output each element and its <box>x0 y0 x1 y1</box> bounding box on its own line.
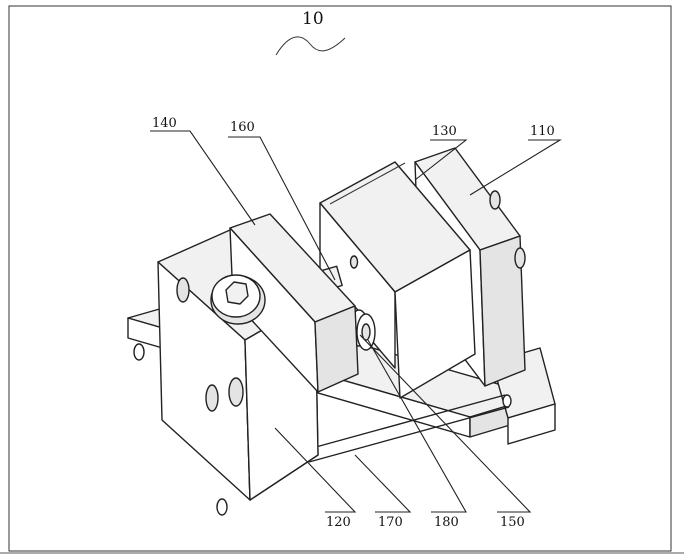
movable-jaw-130 <box>319 161 476 399</box>
label-170: 170 <box>378 515 403 530</box>
hex-socket-screw <box>210 274 266 325</box>
figure-frame <box>8 5 672 552</box>
label-180: 180 <box>434 515 459 530</box>
figure-tilde-mark <box>275 36 346 56</box>
label-160: 160 <box>230 120 255 135</box>
label-120: 120 <box>326 515 351 530</box>
label-150: 150 <box>500 515 525 530</box>
label-140: 140 <box>152 116 177 131</box>
clamp-block-140 <box>229 213 359 393</box>
guide-rod <box>304 394 512 463</box>
leader-lines <box>150 130 562 513</box>
label-130: 130 <box>432 124 457 139</box>
label-110: 110 <box>530 124 555 139</box>
figure-number: 10 <box>302 9 324 29</box>
